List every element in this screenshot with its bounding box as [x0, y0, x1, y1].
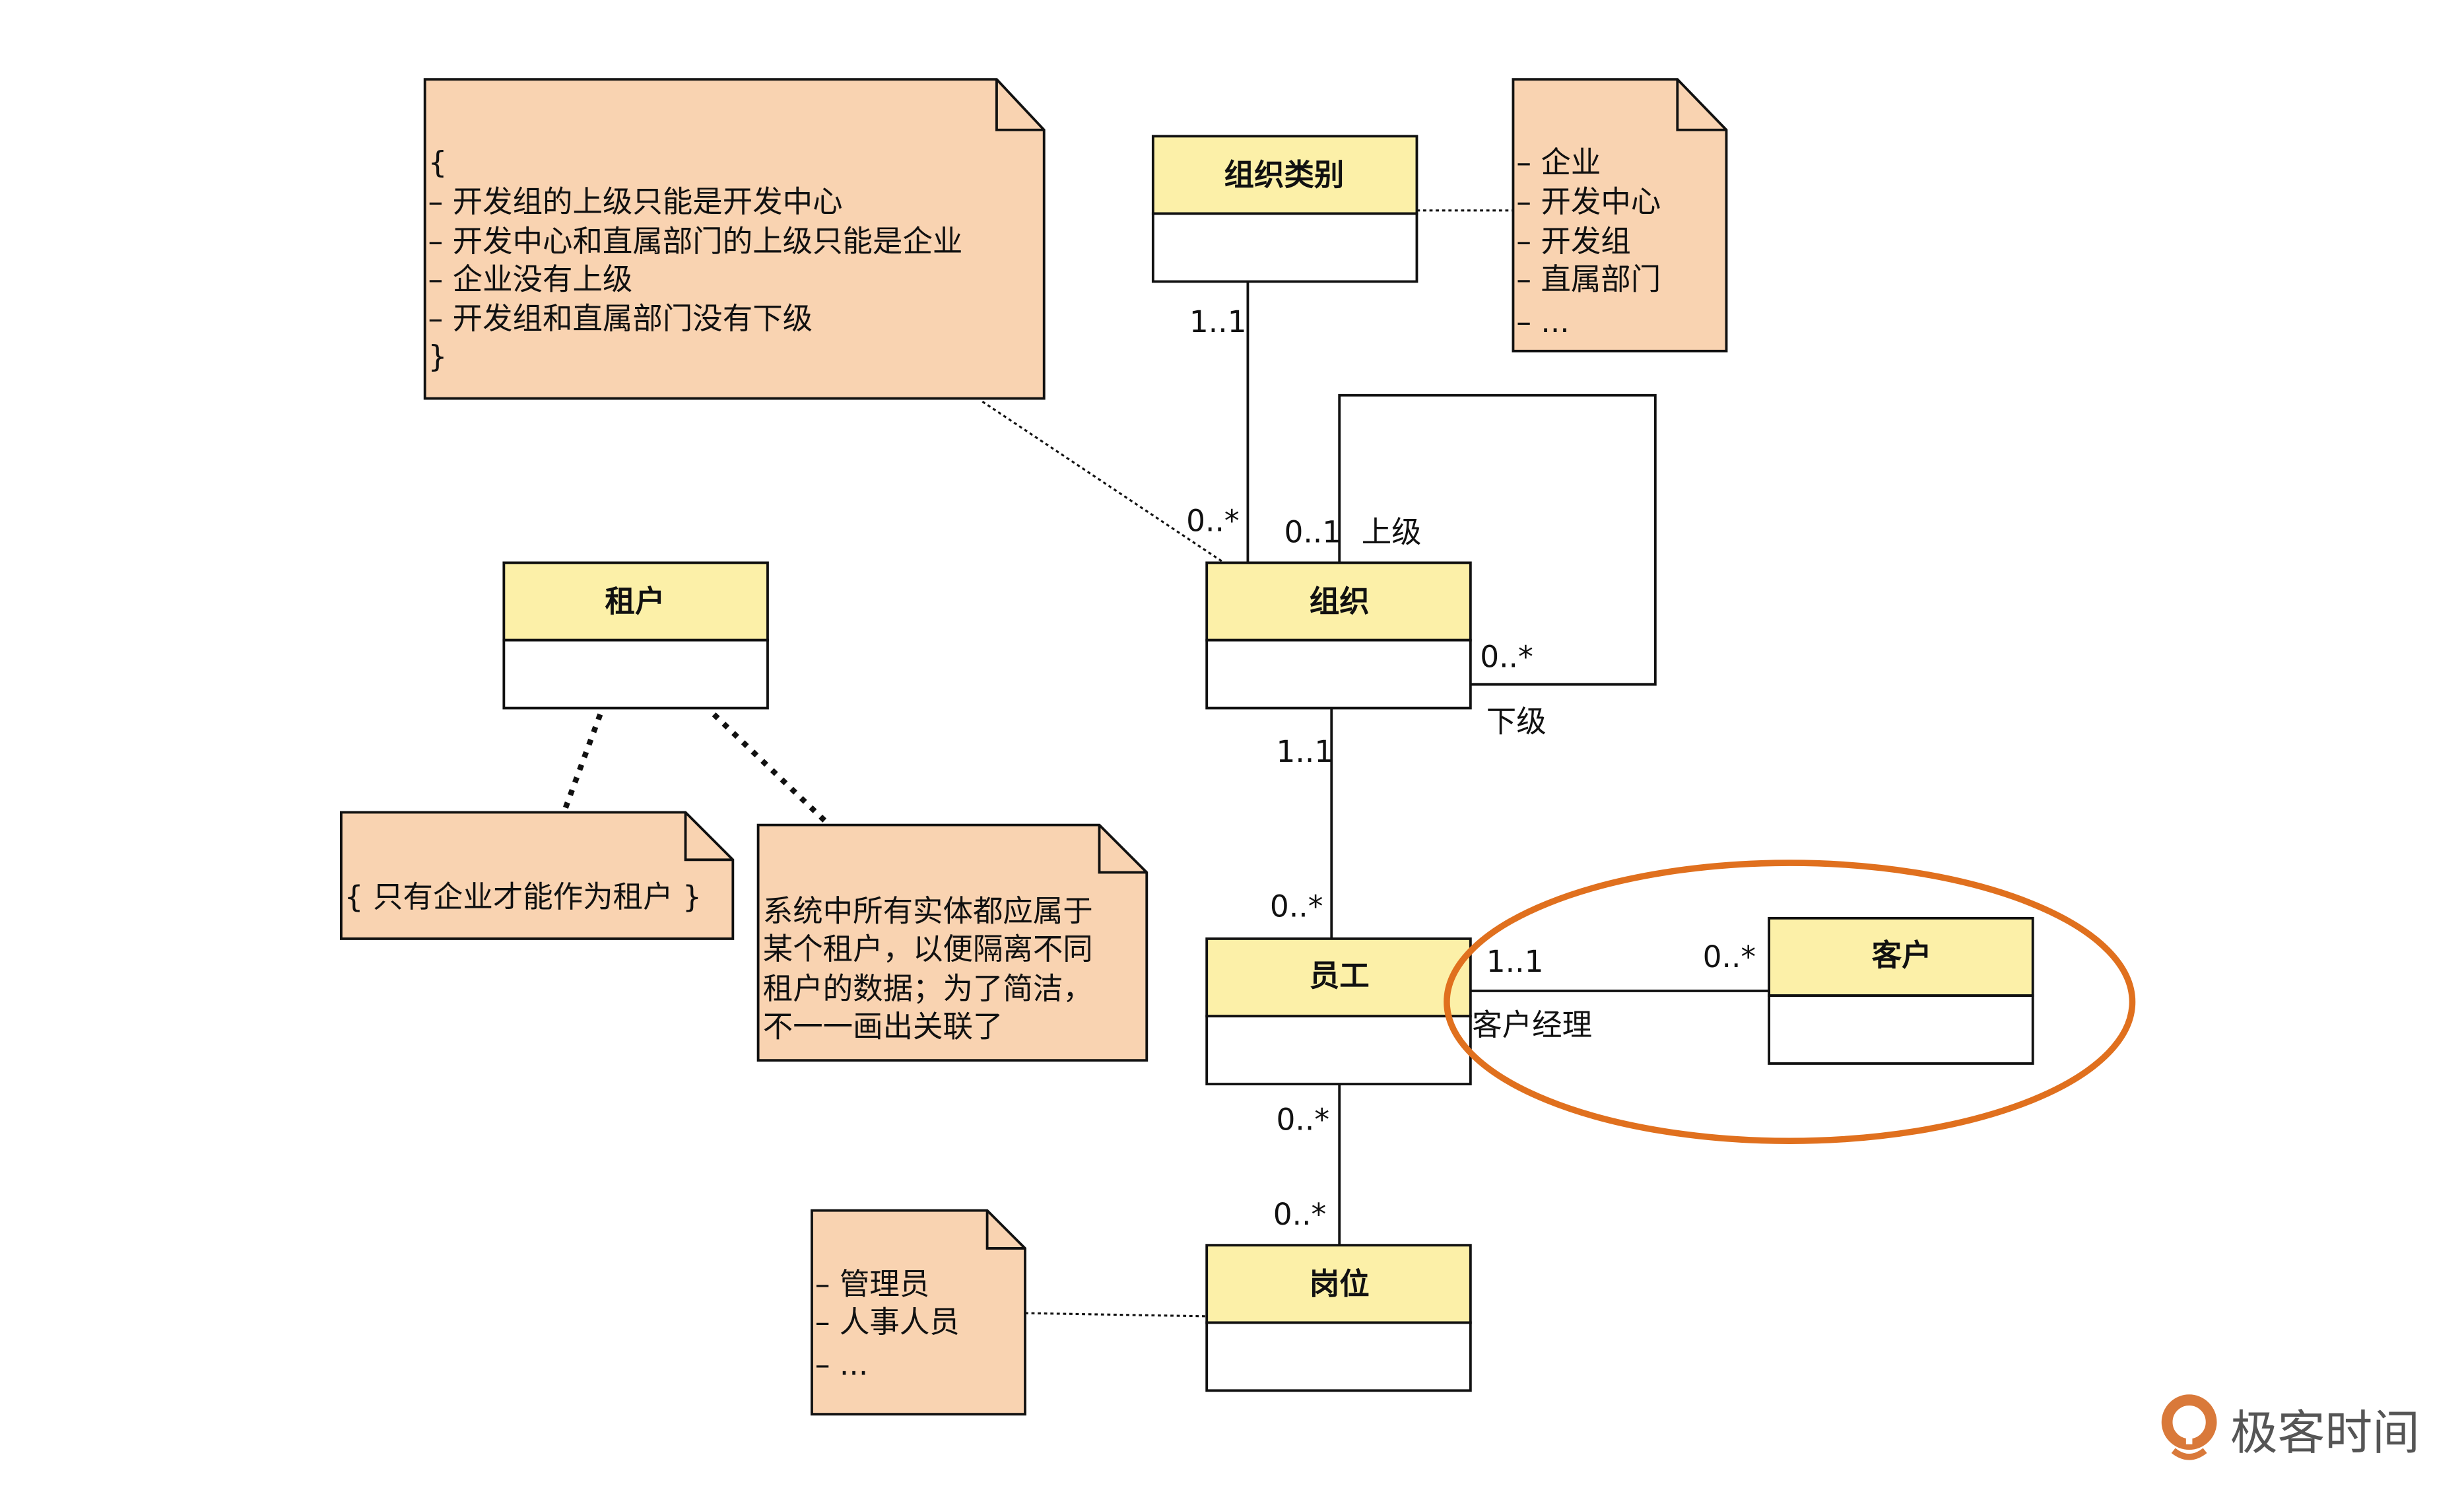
mult-employee-to-position: 0..* [1277, 1102, 1330, 1137]
note-line: – 开发组的上级只能是开发中心 [428, 184, 842, 219]
mult-org-from-type: 0..* [1186, 504, 1240, 539]
note-line: – 企业没有上级 [428, 261, 632, 296]
note-org-constraints: { – 开发组的上级只能是开发中心 – 开发中心和直属部门的上级只能是企业 – … [423, 78, 1046, 400]
mult-orgtype: 1..1 [1189, 304, 1247, 339]
note-line: – 管理员 [815, 1266, 930, 1301]
note-line: – ... [815, 1347, 869, 1382]
mult-position: 0..* [1273, 1197, 1327, 1232]
role-parent: 上级 [1362, 514, 1422, 549]
class-position[interactable]: 岗位 [1205, 1244, 1472, 1392]
class-employee[interactable]: 员工 [1205, 937, 1472, 1086]
note-line: – 开发中心和直属部门的上级只能是企业 [428, 224, 962, 259]
note-link-tenant-constraint [561, 713, 603, 813]
class-name: 组织类别 [1224, 158, 1345, 193]
note-line: 某个租户，以便隔离不同 [763, 932, 1093, 966]
note-link-org-constraints [982, 401, 1225, 564]
note-link-positions [1024, 1312, 1207, 1318]
note-line: – 开发组 [1516, 224, 1631, 259]
note-line: } [428, 339, 447, 374]
note-line: { 只有企业才能作为租户 } [345, 879, 702, 914]
mult-customer: 0..* [1703, 939, 1756, 974]
class-name: 组织 [1310, 584, 1370, 619]
mult-parent: 0..1 [1284, 514, 1341, 549]
mult-child: 0..* [1480, 639, 1533, 674]
note-line: – 开发组和直属部门没有下级 [428, 301, 813, 336]
note-org-types: – 企业 – 开发中心 – 开发组 – 直属部门 – ... [1512, 78, 1728, 353]
class-name: 租户 [605, 584, 665, 619]
role-customer-manager: 客户经理 [1472, 1007, 1592, 1042]
class-org[interactable]: 组织 [1205, 561, 1472, 710]
logo: 极客时间 [2161, 1394, 2420, 1460]
class-name: 客户 [1872, 938, 1932, 973]
note-link-tenant-desc [712, 712, 832, 827]
note-tenant-desc: 系统中所有实体都应属于 某个租户，以便隔离不同 租户的数据；为了简洁， 不一一画… [756, 823, 1149, 1062]
note-line: 不一一画出关联了 [763, 1009, 1003, 1044]
note-line: – 开发中心 [1516, 184, 1661, 219]
class-org-type[interactable]: 组织类别 [1151, 135, 1418, 283]
logo-icon [2161, 1394, 2217, 1460]
assoc-org-self [1338, 393, 1657, 686]
mult-manager: 1..1 [1486, 944, 1544, 979]
mult-employee-from-org: 0..* [1270, 889, 1323, 924]
note-positions: – 管理员 – 人事人员 – ... [811, 1209, 1026, 1416]
note-line: – 直属部门 [1516, 261, 1661, 296]
note-line: { [428, 145, 447, 180]
class-tenant[interactable]: 租户 [502, 561, 769, 710]
note-line: 系统中所有实体都应属于 [763, 894, 1093, 929]
note-tenant-constraint: { 只有企业才能作为租户 } [339, 811, 735, 940]
note-line: 租户的数据；为了简洁， [763, 971, 1093, 1006]
class-customer[interactable]: 客户 [1768, 916, 2034, 1065]
class-name: 员工 [1310, 959, 1370, 994]
note-line: – ... [1516, 304, 1570, 339]
mult-org: 1..1 [1277, 734, 1334, 769]
role-child: 下级 [1486, 704, 1547, 739]
class-name: 岗位 [1310, 1266, 1370, 1301]
note-line: – 企业 [1516, 145, 1601, 180]
note-line: – 人事人员 [815, 1305, 960, 1339]
highlight-ellipse [1444, 860, 2136, 1145]
logo-text: 极客时间 [2230, 1405, 2420, 1460]
